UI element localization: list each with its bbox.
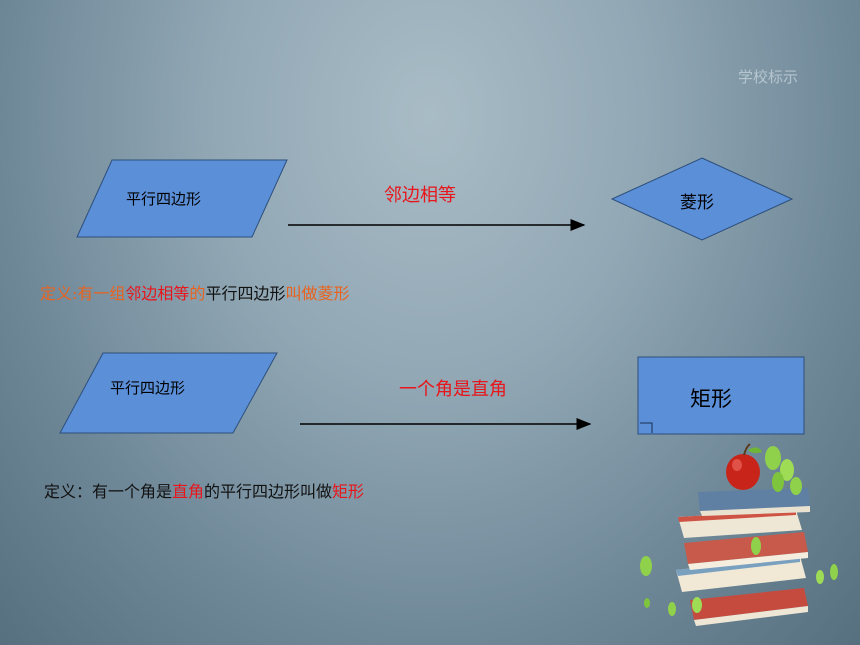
plant-decoration [640, 446, 838, 616]
parallelogram-shape-1 [76, 159, 288, 238]
definition-rectangle-part4: 矩形 [332, 482, 365, 501]
definition-rectangle-part2: 直角 [172, 482, 205, 501]
definition-rhombus-part5: 叫做菱形 [285, 284, 350, 303]
apple-icon [726, 454, 760, 490]
definition-rhombus: 定义:有一组邻边相等的平行四边形叫做菱形 [40, 280, 349, 304]
school-logo-watermark: 学校标示 [738, 68, 799, 86]
parallelogram-shape-2 [59, 352, 278, 434]
books-apple-decoration [640, 443, 838, 626]
right-angle-mark [640, 422, 653, 433]
definition-rhombus-part2: 邻边相等 [125, 284, 190, 303]
book-stack [676, 488, 810, 626]
definition-rectangle: 定义：有一个角是直角的平行四边形叫做矩形 [44, 478, 364, 502]
arrow-label-1: 邻边相等 [384, 185, 456, 206]
definition-rhombus-part1: 定义:有一组 [40, 284, 126, 303]
rhombus-label: 菱形 [680, 193, 714, 213]
definition-rhombus-part3: 的 [189, 284, 206, 303]
definition-rectangle-part3: 的平行四边形叫做 [204, 482, 333, 501]
definition-rhombus-part4: 平行四边形 [205, 284, 286, 303]
arrow-label-2: 一个角是直角 [399, 379, 507, 400]
rectangle-label: 矩形 [690, 387, 732, 411]
rhombus-shape [610, 157, 794, 241]
parallelogram-label-1: 平行四边形 [126, 190, 202, 208]
parallelogram-label-2: 平行四边形 [110, 379, 186, 397]
rectangle-shape [637, 356, 805, 435]
definition-rectangle-part1: 定义：有一个角是 [44, 482, 173, 501]
